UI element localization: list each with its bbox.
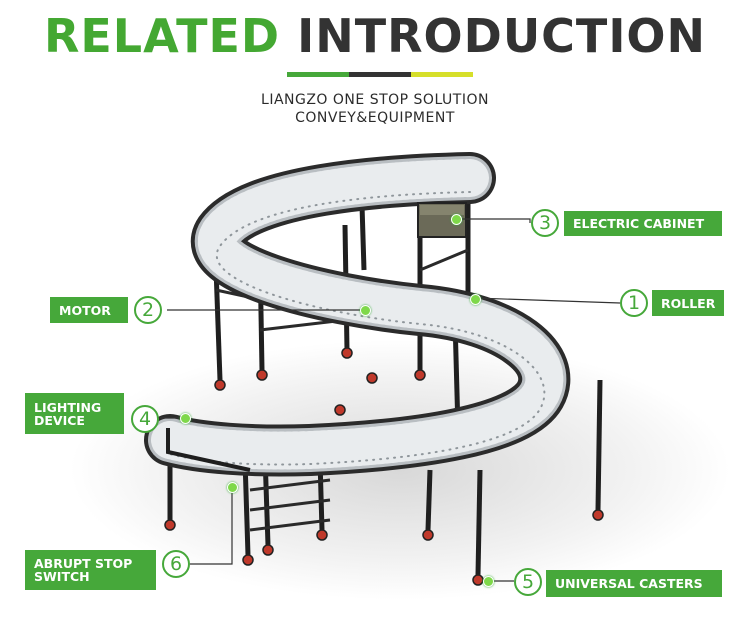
roller-point-dot [470, 294, 481, 305]
callout-number-6: 6 [162, 550, 190, 578]
subtitle-line-2: CONVEY&EQUIPMENT [295, 110, 455, 126]
lighting-device-label-line-2: DEVICE [34, 412, 85, 428]
abrupt-stop-switch-label: ABRUPT STOP SWITCH [25, 550, 156, 590]
roller-label: ROLLER [652, 290, 724, 316]
electric-cabinet-label: ELECTRIC CABINET [564, 211, 722, 236]
motor-label: MOTOR [50, 297, 128, 323]
floor-shadow [70, 340, 730, 600]
caster-point-dot [483, 576, 494, 587]
lighting-device-label: LIGHTING DEVICE [25, 393, 124, 434]
abrupt-stop-switch-label-line-1: ABRUPT STOP [34, 556, 133, 571]
universal-casters-label: UNIVERSAL CASTERS [546, 570, 722, 597]
callout-number-2: 2 [134, 296, 162, 324]
divider-green [287, 72, 349, 77]
stop-switch-point-dot [227, 482, 238, 493]
lighting-device-label-line-1: LIGHTING [34, 399, 102, 415]
subtitle-line-1: LIANGZO ONE STOP SOLUTION [261, 92, 489, 108]
lighting-point-dot [180, 413, 191, 424]
title-dark-word: INTRODUCTION [297, 9, 707, 63]
callout-number-1: 1 [620, 289, 648, 317]
cabinet-point-dot [451, 214, 462, 225]
motor-point-dot [360, 305, 371, 316]
title-green-word: RELATED [43, 9, 281, 63]
roller-track [144, 152, 571, 477]
callout-number-4: 4 [131, 405, 159, 433]
callout-number-3: 3 [531, 209, 559, 237]
abrupt-stop-switch-label-line-2: SWITCH [34, 569, 90, 584]
page-title: RELATED INTRODUCTION [0, 8, 750, 64]
divider-dark [349, 72, 411, 77]
callout-number-5: 5 [514, 568, 542, 596]
divider-yellow [411, 72, 473, 77]
leader-lines [160, 218, 621, 582]
end-frame [166, 428, 251, 472]
